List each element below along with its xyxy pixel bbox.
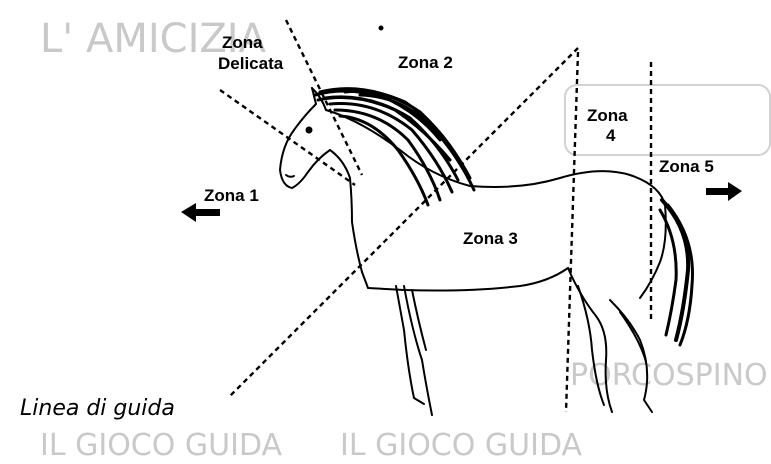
arrow-left-icon <box>181 203 220 222</box>
mane-icon <box>315 89 474 205</box>
label-zona-2: Zona 2 <box>398 53 453 72</box>
label-linea-di-guida: Linea di guida <box>20 396 175 421</box>
label-zona-3: Zona 3 <box>463 229 518 248</box>
ghost-bottom-left: IL GIOCO GUIDA <box>40 428 283 463</box>
label-zona-delicata-1: Zona <box>222 33 263 52</box>
ghost-mid-right: PORCOSPINO <box>570 358 768 393</box>
label-zona-delicata-2: Delicata <box>218 54 284 73</box>
label-zona-1: Zona 1 <box>204 186 259 205</box>
ink-speck <box>379 26 384 31</box>
ghost-bottom-right: IL GIOCO GUIDA <box>340 428 583 463</box>
label-zona-5: Zona 5 <box>659 157 714 176</box>
zone-lines <box>220 20 651 412</box>
label-zona-4-2: 4 <box>606 126 616 145</box>
label-zona-4-1: Zona <box>587 106 628 125</box>
arrow-right-icon <box>706 182 742 201</box>
